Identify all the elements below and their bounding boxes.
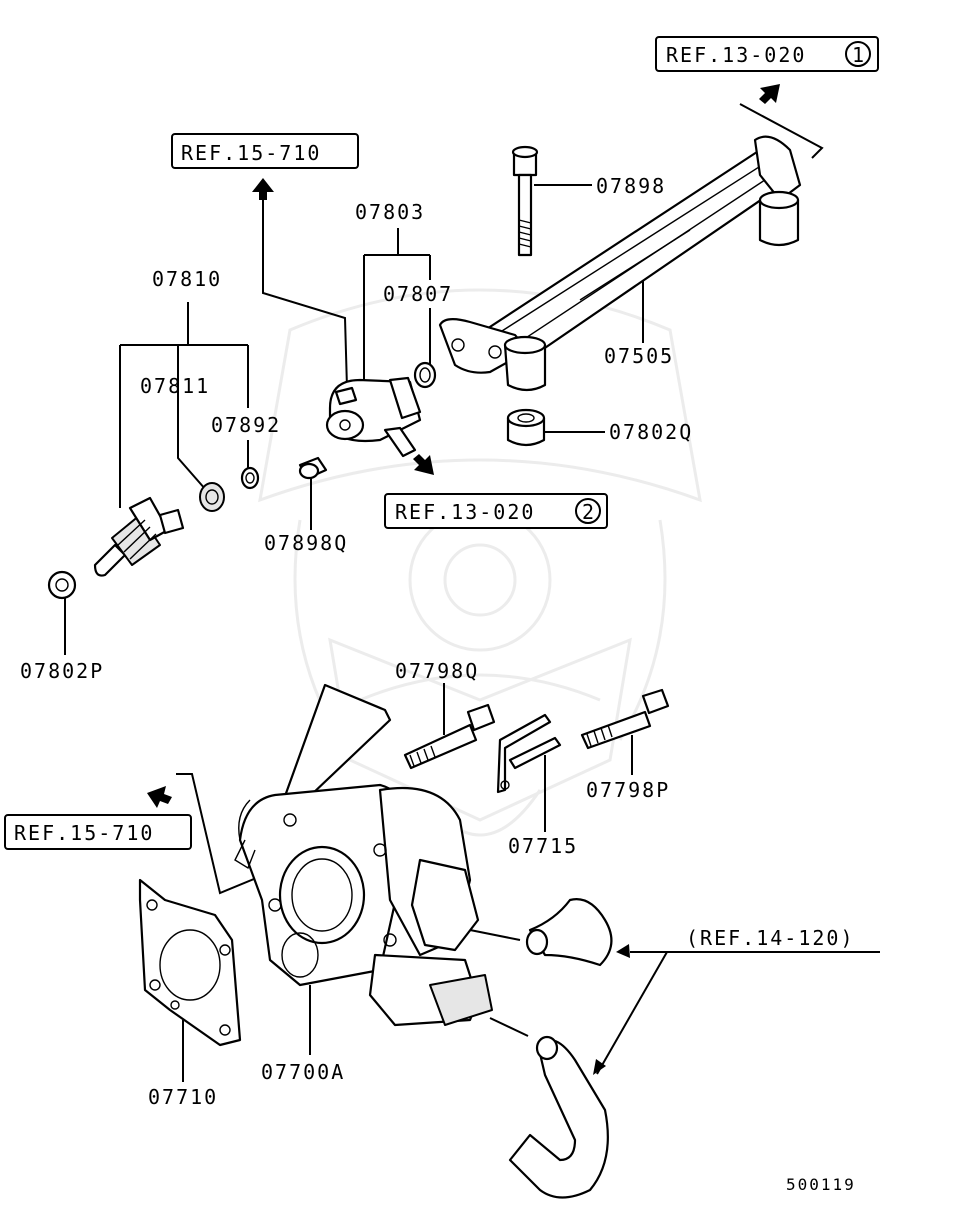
- hose-lower-part[interactable]: [508, 1035, 609, 1199]
- o-ring-07892-part[interactable]: [240, 466, 260, 490]
- ref-13-020-2-box[interactable]: REF.13-020 2: [384, 493, 608, 529]
- fuel-injector-part[interactable]: [93, 496, 185, 577]
- part-number-labels: 07810 07811 07892 07802P 07898Q 07803 07…: [20, 174, 693, 1109]
- seal-07802P-part[interactable]: [47, 570, 77, 600]
- ref-13-020-1-box[interactable]: REF.13-020 1: [655, 36, 879, 72]
- ref-15-710-top-box[interactable]: REF.15-710: [171, 133, 359, 169]
- fuel-rail-part[interactable]: [438, 135, 802, 392]
- label-07892[interactable]: 07892: [211, 413, 281, 437]
- label-07715[interactable]: 07715: [508, 834, 578, 858]
- gasket-07710-part[interactable]: [138, 878, 242, 1047]
- label-07898Q[interactable]: 07898Q: [264, 531, 348, 555]
- label-07807[interactable]: 07807: [383, 282, 453, 306]
- screw-07898Q-part[interactable]: [298, 456, 328, 480]
- grommet-07811-part[interactable]: [199, 482, 225, 512]
- ref-13-020-1-number: 1: [852, 43, 866, 67]
- label-07700A[interactable]: 07700A: [261, 1060, 345, 1084]
- ref-15-710-left-box[interactable]: REF.15-710: [4, 814, 192, 850]
- ref-13-020-2-number: 2: [582, 500, 596, 524]
- label-07802P[interactable]: 07802P: [20, 659, 104, 683]
- throttle-body-part[interactable]: [234, 683, 493, 1027]
- ref-15-710-left-text: REF.15-710: [14, 821, 154, 845]
- label-07810[interactable]: 07810: [152, 267, 222, 291]
- label-07798P[interactable]: 07798P: [586, 778, 670, 802]
- label-07505[interactable]: 07505: [604, 344, 674, 368]
- ref-15-710-top-text: REF.15-710: [181, 141, 321, 165]
- bolt-07798P-part[interactable]: [580, 688, 670, 750]
- ref-arrows: [147, 84, 780, 1075]
- ref-13-020-2-text: REF.13-020: [395, 500, 535, 524]
- label-07898[interactable]: 07898: [596, 174, 666, 198]
- label-07803[interactable]: 07803: [355, 200, 425, 224]
- bracket-07715-part[interactable]: [496, 713, 562, 794]
- o-ring-07807-part[interactable]: [413, 361, 437, 389]
- bolt-07898-part[interactable]: [511, 145, 539, 257]
- hose-upper-part[interactable]: [525, 898, 613, 967]
- label-07710[interactable]: 07710: [148, 1085, 218, 1109]
- ref-14-120-text[interactable]: (REF.14-120): [686, 926, 855, 950]
- leader-lines: [64, 103, 880, 1082]
- pressure-regulator-part[interactable]: [325, 376, 422, 458]
- ref-13-020-1-text: REF.13-020: [666, 43, 806, 67]
- label-07802Q[interactable]: 07802Q: [609, 420, 693, 444]
- diagram-id: 500119: [786, 1175, 856, 1194]
- bolt-07798Q-part[interactable]: [403, 703, 496, 770]
- label-07811[interactable]: 07811: [140, 374, 210, 398]
- insulator-07802Q-part[interactable]: [506, 408, 546, 447]
- watermark-emblem: [258, 288, 702, 837]
- label-07798Q[interactable]: 07798Q: [395, 659, 479, 683]
